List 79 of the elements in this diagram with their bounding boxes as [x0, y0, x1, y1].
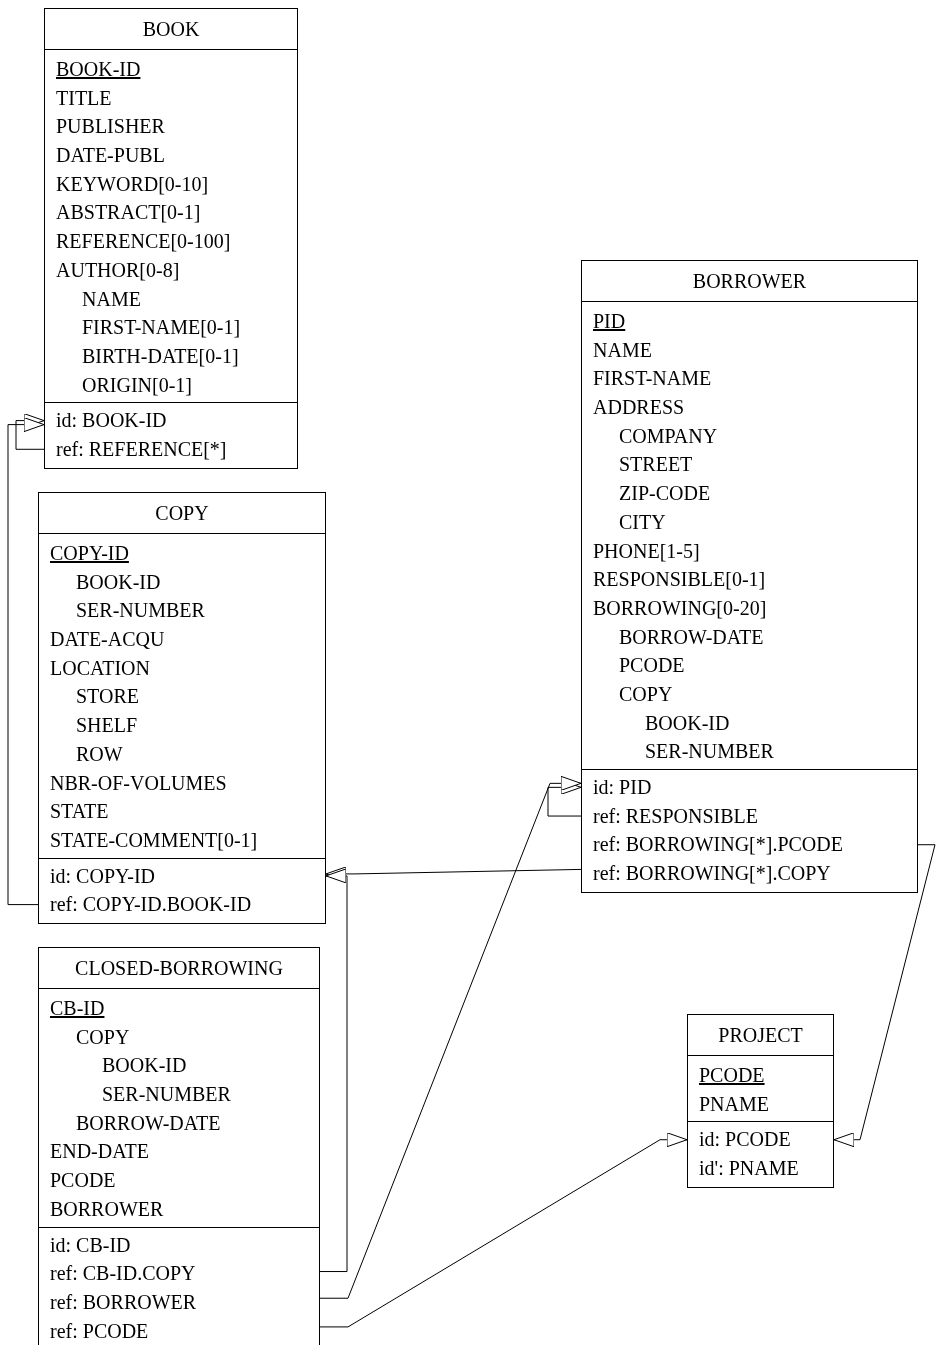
- attribute-text: SER-NUMBER: [76, 598, 205, 624]
- attribute-text: PHONE[1-5]: [593, 538, 700, 564]
- table-name: PROJECT: [718, 1024, 803, 1046]
- constraint-text: id: BOOK-ID: [56, 408, 167, 434]
- attribute-text: BOOK-ID: [76, 569, 161, 595]
- attribute-text: PCODE: [619, 653, 685, 679]
- attribute-text: CITY: [619, 509, 666, 535]
- attribute-text: COPY: [76, 1024, 130, 1050]
- key-attribute-text: PCODE: [699, 1063, 765, 1088]
- attribute-text: STATE-COMMENT[0-1]: [50, 827, 258, 853]
- table-name: BORROWER: [692, 270, 807, 292]
- reference-arrow: [15, 413, 45, 450]
- table-name: BOOK: [142, 18, 200, 40]
- entity-table: [38, 492, 326, 924]
- constraint-text: id: PID: [593, 775, 652, 800]
- entity-table: [38, 947, 320, 1345]
- attribute-text: TITLE: [56, 85, 112, 111]
- attribute-text: BOOK-ID: [645, 710, 730, 736]
- key-attribute-text: COPY-ID: [50, 541, 129, 566]
- attribute-text: LOCATION: [50, 655, 150, 681]
- attribute-text: STORE: [76, 684, 139, 710]
- attribute-text: ROW: [76, 741, 123, 767]
- entity-table: [44, 8, 298, 469]
- key-attribute-text: PID: [593, 309, 626, 334]
- reference-arrow: [7, 417, 45, 906]
- attribute-text: RESPONSIBLE[0-1]: [593, 567, 766, 593]
- attribute-text: KEYWORD[0-10]: [56, 171, 209, 197]
- table-name: CLOSED-BORROWING: [75, 957, 283, 979]
- attribute-text: NBR-OF-VOLUMES: [50, 770, 227, 796]
- attribute-text: COPY: [619, 681, 673, 707]
- constraint-text: id: CB-ID: [50, 1232, 131, 1258]
- attribute-text: PUBLISHER: [56, 114, 165, 140]
- attribute-text: REFERENCE[0-100]: [56, 229, 231, 255]
- attribute-text: NAME: [82, 286, 141, 312]
- constraint-text: ref: CB-ID.COPY: [50, 1261, 196, 1287]
- table-name: COPY: [155, 502, 209, 524]
- attribute-text: SHELF: [76, 713, 138, 739]
- attribute-text: FIRST-NAME: [593, 366, 712, 392]
- attribute-text: ORIGIN[0-1]: [82, 372, 192, 398]
- attribute-text: BORROW-DATE: [619, 624, 764, 650]
- attribute-text: ABSTRACT[0-1]: [56, 200, 201, 226]
- constraint-text: ref: COPY-ID.BOOK-ID: [50, 892, 252, 918]
- attribute-text: FIRST-NAME[0-1]: [82, 315, 241, 341]
- key-attribute-text: CB-ID: [50, 996, 105, 1021]
- reference-arrow: [319, 1132, 688, 1328]
- attribute-text: NAME: [593, 337, 652, 363]
- constraint-text: ref: BORROWER: [50, 1289, 197, 1315]
- attribute-text: STATE: [50, 799, 109, 825]
- constraint-text: id: PCODE: [699, 1127, 791, 1153]
- reference-arrow: [833, 844, 936, 1148]
- constraint-text: id': PNAME: [699, 1156, 799, 1182]
- constraint-text: ref: REFERENCE[*]: [56, 436, 227, 462]
- constraint-text: ref: PCODE: [50, 1318, 149, 1344]
- attribute-text: ZIP-CODE: [619, 481, 711, 507]
- constraint-text: ref: RESPONSIBLE: [593, 803, 758, 829]
- entity-table: [581, 260, 918, 893]
- constraint-text: ref: BORROWING[*].COPY: [593, 861, 831, 887]
- attribute-text: SER-NUMBER: [102, 1082, 231, 1108]
- attribute-text: SER-NUMBER: [645, 739, 774, 765]
- attribute-text: ADDRESS: [593, 395, 685, 421]
- constraint-text: ref: BORROWING[*].PCODE: [593, 832, 843, 858]
- attribute-text: BORROW-DATE: [76, 1110, 221, 1136]
- attribute-text: END-DATE: [50, 1139, 149, 1165]
- key-attribute-text: BOOK-ID: [56, 57, 141, 82]
- reference-arrow: [319, 775, 582, 1299]
- attribute-text: BORROWING[0-20]: [593, 595, 767, 621]
- attribute-text: BORROWER: [50, 1196, 164, 1222]
- constraint-text: id: COPY-ID: [50, 863, 155, 889]
- reference-arrow: [319, 868, 348, 1273]
- attribute-text: PNAME: [699, 1091, 769, 1117]
- attribute-text: PCODE: [50, 1168, 116, 1194]
- entity-table: [687, 1014, 834, 1188]
- attribute-text: BIRTH-DATE[0-1]: [82, 343, 239, 369]
- attribute-text: COMPANY: [619, 423, 718, 449]
- attribute-text: DATE-PUBL: [56, 143, 165, 169]
- attribute-text: BOOK-ID: [102, 1053, 187, 1079]
- attribute-text: DATE-ACQU: [50, 627, 165, 653]
- attribute-text: STREET: [619, 452, 693, 478]
- attribute-text: AUTHOR[0-8]: [56, 257, 180, 283]
